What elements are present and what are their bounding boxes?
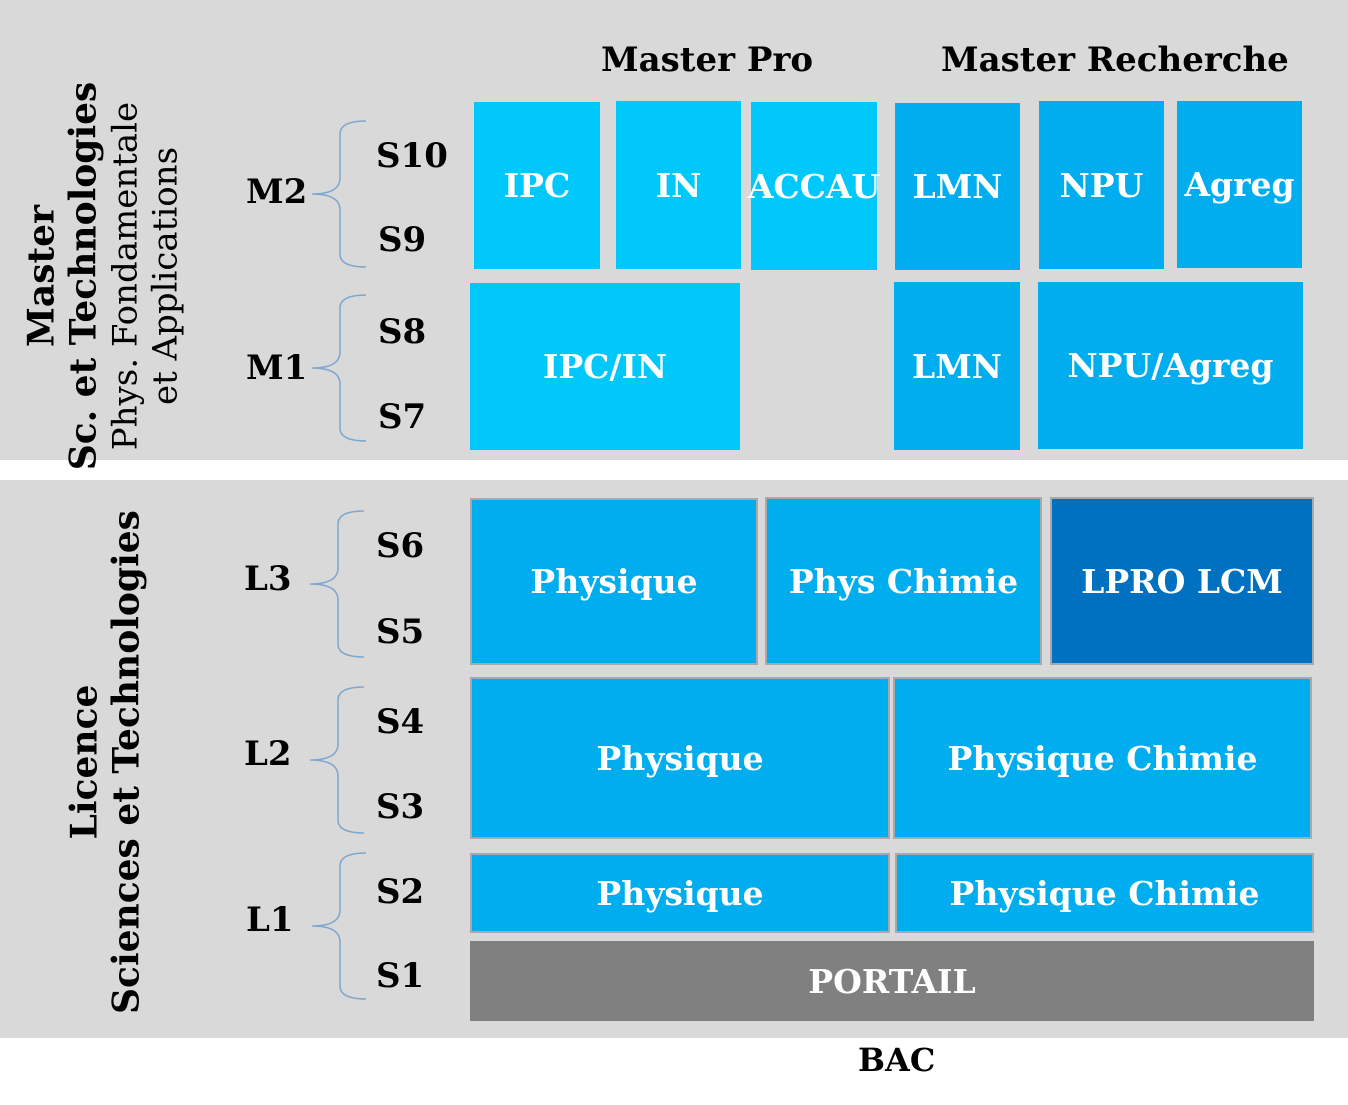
l1-box-physique: Physique — [470, 853, 890, 933]
master-label-line1: Master — [20, 205, 63, 347]
brace-l2 — [309, 686, 365, 834]
semester-label-s1: S1 — [376, 956, 425, 996]
bac-label: BAC — [858, 1041, 936, 1079]
semester-label-s4: S4 — [376, 702, 425, 742]
licence-vertical-label: Licence Sciences et Technologies — [64, 510, 149, 1014]
brace-l1 — [311, 852, 367, 1000]
semester-label-s9: S9 — [378, 220, 427, 260]
semester-label-s6: S6 — [376, 526, 425, 566]
semester-label-s7: S7 — [378, 397, 427, 437]
l1-box-physique-chimie: Physique Chimie — [895, 853, 1314, 933]
l3-box-phys-chimie: Phys Chimie — [765, 497, 1042, 665]
master-vertical-label: Master Sc. et Technologies Phys. Fondame… — [20, 82, 185, 471]
l3-box-physique: Physique — [470, 498, 758, 665]
semester-label-s3: S3 — [376, 787, 425, 827]
year-label-m1: M1 — [246, 348, 308, 388]
m1-box-npu-agreg: NPU/Agreg — [1038, 282, 1303, 449]
m2-box-in: IN — [616, 101, 741, 269]
year-label-l1: L1 — [246, 900, 294, 940]
licence-label-line1: Licence — [63, 684, 106, 840]
master-sublabel-line2: et Applications — [145, 146, 186, 406]
semester-label-s10: S10 — [376, 136, 448, 176]
year-label-l2: L2 — [244, 734, 292, 774]
master-pro-header: Master Pro — [601, 40, 814, 80]
brace-l3 — [309, 510, 365, 658]
master-sublabel-line1: Phys. Fondamentale — [105, 101, 146, 451]
m1-box-lmn: LMN — [894, 282, 1020, 450]
master-recherche-header: Master Recherche — [941, 40, 1289, 80]
licence-label-line2: Sciences et Technologies — [106, 510, 148, 1014]
semester-label-s5: S5 — [376, 612, 425, 652]
l2-box-physique-chimie: Physique Chimie — [893, 677, 1312, 839]
m2-box-agreg: Agreg — [1177, 101, 1302, 268]
year-label-m2: M2 — [246, 172, 308, 212]
l3-box-lpro-lcm: LPRO LCM — [1050, 497, 1314, 665]
l2-box-physique: Physique — [470, 677, 890, 839]
semester-label-s8: S8 — [378, 312, 427, 352]
master-label-line2: Sc. et Technologies — [62, 81, 105, 471]
semester-label-s2: S2 — [376, 872, 425, 912]
portail-box: PORTAIL — [470, 941, 1314, 1021]
m2-box-npu: NPU — [1039, 101, 1164, 269]
m2-box-accau: ACCAU — [748, 102, 880, 270]
brace-m1 — [311, 294, 367, 442]
m1-box-ipc-in: IPC/IN — [470, 283, 740, 450]
m2-box-ipc: IPC — [474, 102, 600, 269]
year-label-l3: L3 — [244, 559, 292, 599]
m2-box-lmn: LMN — [895, 103, 1020, 270]
brace-m2 — [311, 120, 367, 268]
